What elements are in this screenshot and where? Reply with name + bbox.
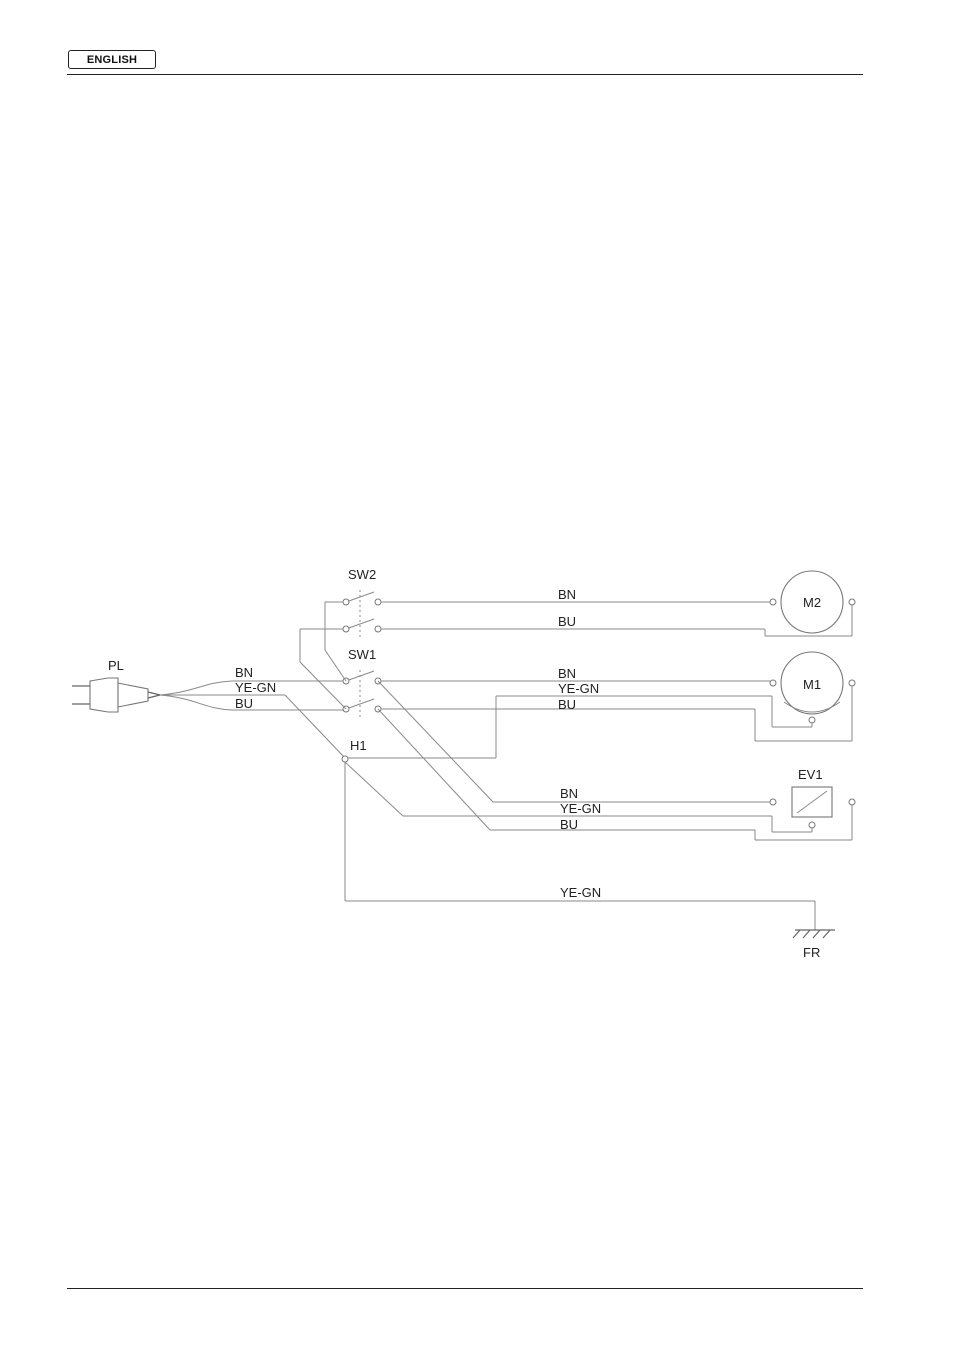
footer-rule <box>67 1288 863 1289</box>
m1-wiring <box>381 681 852 758</box>
wire-label-plug-yegn: YE-GN <box>235 680 276 695</box>
wire-label-ground-yegn: YE-GN <box>560 885 601 900</box>
ground-wiring <box>345 901 815 930</box>
label-m1: M1 <box>803 677 821 692</box>
wire-label-ev1-bu: BU <box>560 817 578 832</box>
wire-label-m2-bu: BU <box>558 614 576 629</box>
wire-label-ev1-yegn: YE-GN <box>560 801 601 816</box>
label-fr: FR <box>803 945 820 960</box>
wire-label-m2-bn: BN <box>558 587 576 602</box>
switch-sw2 <box>343 590 381 640</box>
wire-label-ev1-bn: BN <box>560 786 578 801</box>
bridge-wires <box>300 602 346 709</box>
plug-symbol <box>72 678 160 712</box>
ground-symbol <box>793 930 835 938</box>
wire-label-plug-bn: BN <box>235 665 253 680</box>
solenoid-ev1 <box>770 787 855 828</box>
label-sw1: SW1 <box>348 647 376 662</box>
switch-sw1 <box>343 670 381 720</box>
ev1-wiring <box>378 681 852 840</box>
label-h1: H1 <box>350 738 367 753</box>
h1-junction <box>342 756 496 901</box>
label-ev1: EV1 <box>798 767 823 782</box>
wire-label-m1-bu: BU <box>558 697 576 712</box>
label-m2: M2 <box>803 595 821 610</box>
wire-label-m1-bn: BN <box>558 666 576 681</box>
label-sw2: SW2 <box>348 567 376 582</box>
wire-label-m1-yegn: YE-GN <box>558 681 599 696</box>
wire-label-plug-bu: BU <box>235 696 253 711</box>
label-pl: PL <box>108 658 124 673</box>
